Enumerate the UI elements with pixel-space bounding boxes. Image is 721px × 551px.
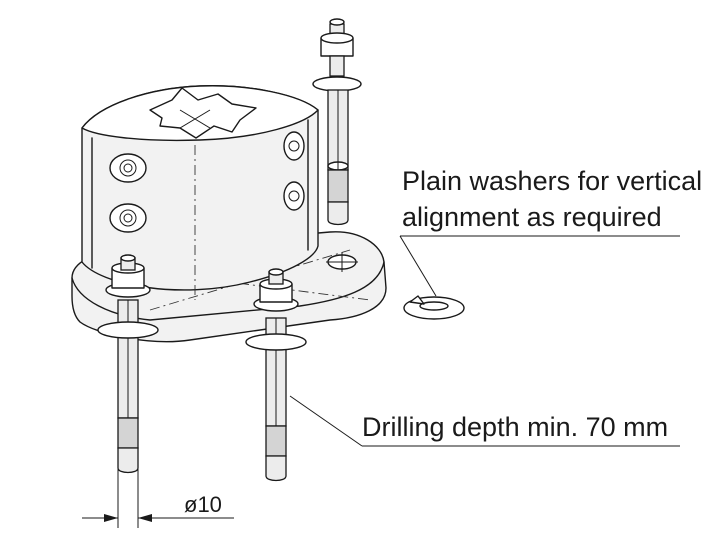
anchor-bolt-exploded — [312, 18, 362, 226]
set-screw-lower-left — [109, 203, 147, 233]
anchor-bolt-left — [97, 254, 159, 474]
diameter-dimension — [82, 468, 234, 528]
diameter-label: ø10 — [184, 492, 222, 517]
washer-note-line2: alignment as required — [402, 202, 662, 232]
leader-lines — [289, 235, 680, 447]
set-screw-upper-left — [109, 153, 147, 183]
set-screw-upper-right — [283, 131, 305, 161]
anchor-bolt-right — [245, 268, 307, 482]
set-screw-lower-right — [283, 181, 305, 211]
drilling-depth-note: Drilling depth min. 70 mm — [362, 412, 668, 442]
anchor-hole-back — [326, 252, 358, 272]
washer-note-line1: Plain washers for vertical — [402, 166, 702, 196]
star-bore-icon — [149, 87, 257, 139]
washer-icon — [403, 295, 465, 320]
clamp-body — [81, 85, 319, 300]
